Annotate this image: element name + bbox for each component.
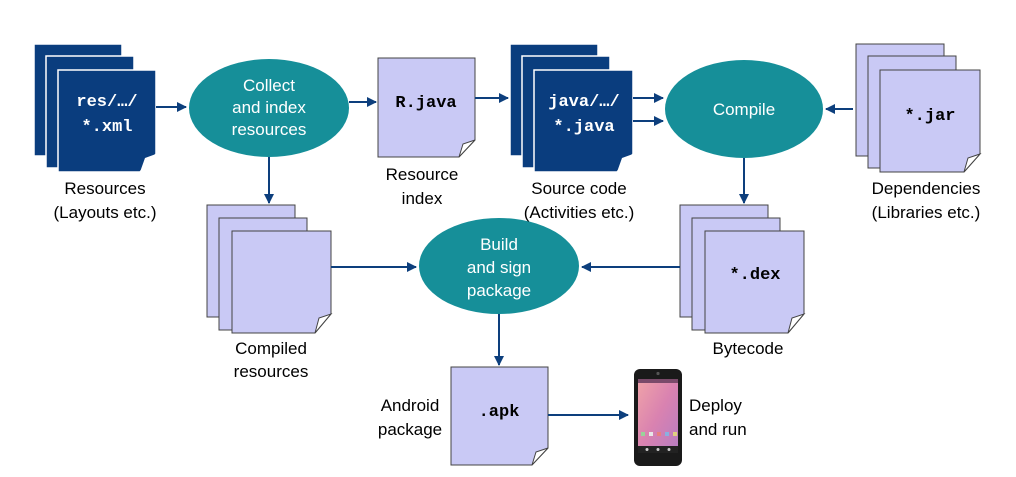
- jar-label: *.jar: [904, 107, 955, 126]
- build-process: Build and sign package: [419, 218, 579, 314]
- caption-android-package-line2: package: [378, 420, 442, 439]
- resources-doc-stack: res/…/ *.xml: [33, 43, 157, 173]
- java-src-line2: *.java: [553, 118, 614, 137]
- collect-line1: Collect: [243, 76, 295, 95]
- caption-dependencies-line1: Dependencies: [872, 179, 981, 198]
- android-phone-icon: [634, 369, 682, 466]
- compiled-resources-stack: [206, 204, 333, 334]
- r-java-label: R.java: [395, 94, 456, 113]
- build-line1: Build: [480, 235, 518, 254]
- r-java-doc: R.java: [377, 57, 476, 158]
- caption-compiled-line2: resources: [234, 362, 309, 381]
- caption-resource-index-line1: Resource: [386, 165, 459, 184]
- caption-compiled-line1: Compiled: [235, 339, 307, 358]
- caption-resources-line1: Resources: [64, 179, 145, 198]
- collect-process: Collect and index resources: [189, 59, 349, 157]
- res-xml-line2: *.xml: [81, 118, 132, 137]
- collect-line2: and index: [232, 98, 306, 117]
- compile-process: Compile: [665, 60, 823, 158]
- caption-android-package-line1: Android: [381, 396, 440, 415]
- dex-doc-stack: *.dex: [679, 204, 806, 334]
- caption-resources-line2: (Layouts etc.): [54, 203, 157, 222]
- apk-doc: .apk: [450, 366, 549, 466]
- caption-deploy-line1: Deploy: [689, 396, 742, 415]
- caption-resource-index-line2: index: [402, 189, 443, 208]
- apk-label: .apk: [479, 403, 520, 422]
- build-line2: and sign: [467, 258, 531, 277]
- dex-label: *.dex: [729, 266, 780, 285]
- source-doc-stack: java/…/ *.java: [509, 43, 634, 173]
- caption-source-code-line1: Source code: [531, 179, 626, 198]
- compile-line1: Compile: [713, 100, 775, 119]
- java-src-line1: java/…/: [548, 93, 619, 112]
- caption-source-code-line2: (Activities etc.): [524, 203, 635, 222]
- arrows: [156, 93, 853, 420]
- caption-bytecode: Bytecode: [713, 339, 784, 358]
- res-xml-line1: res/…/: [76, 93, 137, 112]
- build-line3: package: [467, 281, 531, 300]
- collect-line3: resources: [232, 120, 307, 139]
- jar-doc-stack: *.jar: [855, 43, 982, 173]
- caption-dependencies-line2: (Libraries etc.): [872, 203, 981, 222]
- caption-deploy-line2: and run: [689, 420, 747, 439]
